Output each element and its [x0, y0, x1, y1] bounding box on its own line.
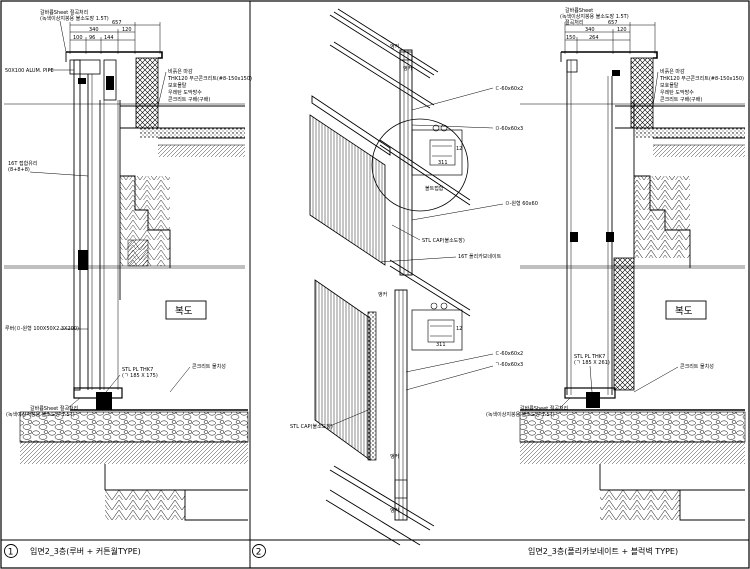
- glass-label: 16T 접합유리: [8, 160, 37, 167]
- roof-layer-2-1: 비흙은 마감: [660, 68, 685, 75]
- corridor-label-box-1: [165, 300, 207, 320]
- panel-2-annotations: 갈바륨Sheet (녹색이상지붕용 불소도장 1.5T) 절곡처리 비흙은 마감…: [486, 7, 744, 418]
- concrete-sill-label-1: 콘크리트 물치성: [192, 363, 226, 370]
- detail-tube-top-label: ㅁ-60x60x3: [495, 126, 523, 132]
- dim-120-label-2: 120: [617, 27, 627, 33]
- roof-layer-3: 보호몰탈: [168, 82, 187, 89]
- panel-2-parapet: [560, 51, 658, 129]
- detail-anchor-mid: 앵커: [378, 291, 387, 298]
- roof-layer-5: 콘크리트 구배(구배): [168, 96, 210, 103]
- detail-fastener-bottom: 앵커: [390, 507, 399, 514]
- stl-pl-sub-2: (ㄱ 185 X 261): [574, 360, 610, 366]
- panel-1-sill: [19, 387, 249, 521]
- corridor-label-2: 복도: [675, 306, 693, 317]
- detail-anchor-top: 앵커: [403, 65, 412, 72]
- bottom-cap-sub-1: (녹색이상지붕용 불소도장 1.5T): [6, 411, 75, 418]
- panel-1-curtain-wall: [73, 59, 121, 391]
- panel-2-sill: [519, 387, 746, 521]
- detail-channel-top-label: ㄷ-60x60x2: [495, 86, 523, 92]
- detail-polycarbonate-label: 16T 폴리카보네이트: [458, 253, 502, 260]
- detail-dim-3: 12: [456, 146, 462, 152]
- stl-pl-label-1: STL PL THK7: [122, 367, 153, 373]
- dim-150-label-2: 150: [566, 35, 576, 41]
- alum-pipe-label: 50X100 ALUM. PIPE: [5, 68, 54, 74]
- panel-1-annotations: 갈바륨Sheet 절곡처리 (녹색이상지붕용 불소도장 1.5T) 50X100…: [5, 9, 252, 418]
- panel-1-roof-slab: [120, 105, 245, 157]
- roof-layer-1: 비흙은 마감: [168, 68, 193, 75]
- roof-layer-2-5: 콘크리트 구배(구배): [660, 96, 702, 103]
- panel-2-title: 입면2_3층(폴리카보네이트 + 블럭벽 TYPE): [528, 546, 678, 556]
- dim-144-label: 144: [104, 35, 114, 41]
- roof-layer-2-4: 우레탄 도막방수: [660, 89, 694, 96]
- dim-100-label: 100: [73, 35, 83, 41]
- panel-1-number-circle: [4, 544, 18, 558]
- parapet-cap-sub2-2: 절곡처리: [565, 19, 583, 26]
- dim-340-label: 340: [89, 27, 99, 33]
- panel-2-stair-block: [634, 175, 691, 268]
- dim-340-label-2: 340: [585, 27, 595, 33]
- parapet-cap-label-2: 갈바륨Sheet: [565, 7, 593, 14]
- isometric-detail: 311 12 311 12 앵커 앵커 ㄷ-60x60x2 ㅁ-60x60x3 …: [290, 8, 538, 546]
- bottom-cap-label-2: 갈바륨Sheet 절곡처리: [520, 405, 568, 412]
- detail-o-tube-label: ㅁ-원형 60x60: [505, 200, 538, 207]
- corridor-label-1: 복도: [175, 306, 193, 317]
- corridor-label-box-2: [665, 300, 707, 320]
- concrete-sill-label-2: 콘크리트 물치성: [680, 363, 714, 370]
- stl-pl-label-2: STL PL THK7: [574, 354, 605, 360]
- dim-96-label: 96: [89, 35, 95, 41]
- detail-dim-1: 311: [438, 160, 448, 166]
- detail-dim-2: 311: [436, 342, 446, 348]
- detail-bolt-label: 볼트접합: [425, 185, 444, 192]
- stl-pl-sub-1: (ㄱ 185 X 175): [122, 373, 158, 379]
- panel-2-number: 2: [256, 548, 262, 558]
- detail-channel-bottom-label: ㄷ-60x60x2: [495, 351, 523, 357]
- dim-overall-label-2: 657: [608, 20, 618, 26]
- detail-stl-cap-label: STL CAP(불소도장): [422, 237, 465, 244]
- roof-layer-4: 우레탄 도막방수: [168, 89, 202, 96]
- dim-264-label-2: 264: [589, 35, 599, 41]
- detail-anchor-bottom: 앵커: [390, 453, 399, 460]
- panel-1-title: 입면2_3층(루버 + 커튼월TYPE): [30, 546, 141, 556]
- dim-120-label: 120: [122, 27, 132, 33]
- detail-angle-bottom-label: ㄱ-60x60x3: [495, 362, 523, 368]
- parapet-cap-sub-1: (녹색이상지붕용 불소도장 1.5T): [40, 15, 109, 22]
- panel-2-section: 657 340 120 150 264: [486, 7, 746, 521]
- panel-1-number: 1: [8, 548, 14, 558]
- panel-2-number-circle: [252, 544, 266, 558]
- bottom-cap-label-1: 갈바륨Sheet 절곡처리: [30, 405, 78, 412]
- panel-2-roof-slab: [615, 105, 745, 157]
- panel-2-dimensions: 657 340 120 150 264: [564, 20, 656, 54]
- roof-layer-2-2: THK120 무근콘크리트(#8-150x150): [659, 75, 744, 82]
- detail-stl-cap-bottom-label: STL CAP(불소도장): [290, 423, 333, 430]
- glass-sub-label: (8+8+8): [8, 167, 30, 173]
- roof-layer-2-3: 보호몰탈: [660, 82, 679, 89]
- bottom-cap-sub-2: (녹색이상지붕용 불소도장 1.5T): [486, 411, 555, 418]
- parapet-cap-sub-2: (녹색이상지붕용 불소도장 1.5T): [560, 13, 629, 20]
- title-strip: 1 입면2_3층(루버 + 커튼월TYPE) 2 입면2_3층(폴리카보네이트 …: [4, 544, 678, 558]
- dim-overall-label: 657: [112, 20, 122, 26]
- panel-1-section: 657 340 120 100 96 144: [4, 9, 252, 521]
- detail-fastener-label: 앵커: [390, 43, 399, 50]
- panel-1-dimensions: 657 340 120 100 96 144: [69, 20, 161, 54]
- detail-dim-4: 12: [456, 326, 462, 332]
- panel-1-stair-block: [119, 175, 171, 300]
- parapet-cap-label-1: 갈바륨Sheet 절곡처리: [40, 9, 88, 16]
- roof-layer-2: THK120 무근콘크리트(#8-150x150): [167, 75, 252, 82]
- panel-2-wall: [566, 60, 635, 395]
- louver-label: 루버(ㅁ-원형 100X50X2.3X200): [5, 325, 79, 332]
